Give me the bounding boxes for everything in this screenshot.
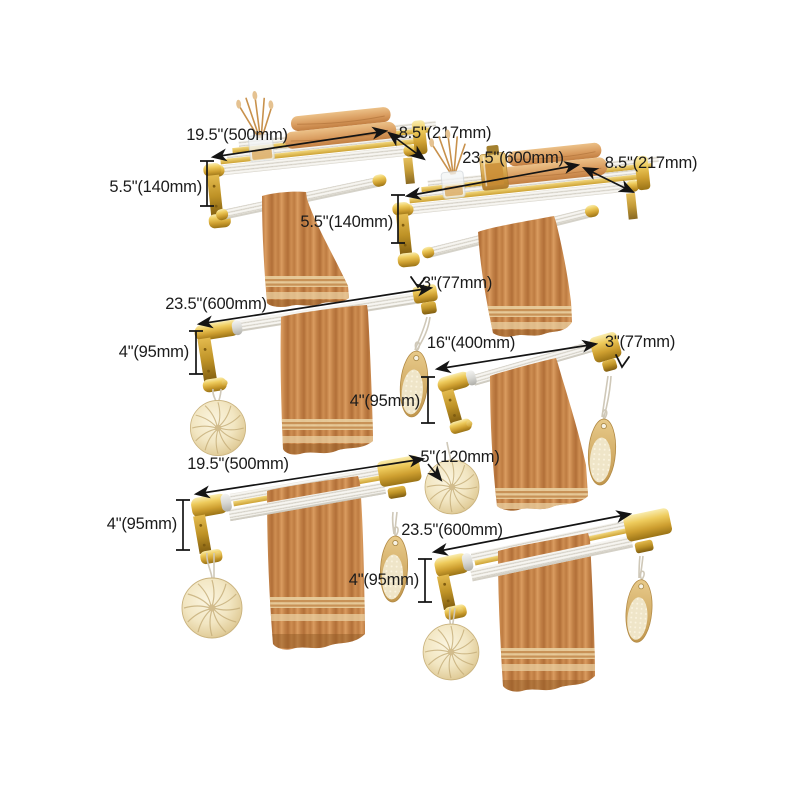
dimensions-bar-600: 23.5"(600mm) 3"(77mm) 4"(95mm) — [119, 274, 492, 375]
depth-label: 8.5"(217mm) — [399, 124, 492, 142]
right-hook — [420, 301, 437, 315]
left-bracket — [392, 201, 420, 268]
dimensions-shelf-500: 19.5"(500mm) 8.5"(217mm) 5.5"(140mm) — [109, 124, 492, 207]
depth-label: 3"(77mm) — [605, 333, 675, 351]
towel-bands — [262, 276, 349, 307]
towel-bands — [498, 648, 595, 692]
hanging-towel — [262, 191, 349, 307]
dimensions-bar-400: 16"(400mm) 3"(77mm) 4"(95mm) — [350, 333, 675, 424]
width-label: 16"(400mm) — [427, 334, 515, 352]
accessory-label: 5"(120mm) — [420, 448, 499, 466]
right-hook — [602, 358, 618, 372]
height-label: 5.5"(140mm) — [300, 213, 393, 231]
pouf — [424, 459, 480, 515]
depth-dimension-line — [387, 131, 426, 161]
dimensions-shelf-600: 23.5"(600mm) 8.5"(217mm) 5.5"(140mm) — [300, 149, 698, 244]
depth-label: 3"(77mm) — [422, 274, 492, 292]
height-label: 4"(95mm) — [350, 392, 420, 410]
pouf-string — [206, 552, 215, 579]
hanging-towel — [490, 358, 588, 511]
height-label: 4"(95mm) — [107, 515, 177, 533]
left-bracket — [191, 493, 232, 565]
width-label: 23.5"(600mm) — [165, 295, 267, 313]
height-label: 4"(95mm) — [119, 343, 189, 361]
depth-arrow — [615, 354, 630, 369]
dimensions-double-500: 19.5"(500mm) 5"(120mm) 4"(95mm) — [107, 448, 500, 551]
right-bracket — [403, 157, 415, 185]
pouf-leader-line — [427, 463, 443, 482]
product-double-towel-bar-500: 19.5"(500mm) 5"(120mm) 4"(95mm) — [107, 441, 500, 650]
bath-brush — [585, 408, 620, 487]
width-label: 23.5"(600mm) — [401, 521, 503, 539]
hanging-towel — [478, 216, 572, 337]
pouf — [422, 623, 480, 681]
width-dimension-line — [210, 126, 389, 162]
hanging-towel — [498, 533, 595, 692]
pouf — [189, 399, 247, 457]
height-label: 5.5"(140mm) — [109, 178, 202, 196]
towel-bands — [478, 306, 572, 337]
depth-label: 8.5"(217mm) — [605, 154, 698, 172]
towel-bands — [280, 419, 373, 454]
height-label: 4"(95mm) — [349, 571, 419, 589]
width-label: 23.5"(600mm) — [462, 149, 564, 167]
product-towel-bar-600: 23.5"(600mm) 3"(77mm) 4"(95mm) — [119, 274, 492, 457]
pouf-string — [446, 441, 452, 462]
towel-bands — [490, 488, 588, 511]
bath-brush — [622, 569, 657, 645]
width-label: 19.5"(500mm) — [186, 126, 288, 144]
left-bracket — [437, 370, 477, 434]
width-label: 19.5"(500mm) — [187, 455, 289, 473]
hanging-towel — [280, 305, 373, 455]
right-hook — [634, 539, 654, 554]
dimensions-double-600: 23.5"(600mm) 4"(95mm) — [349, 510, 633, 603]
depth-arrow — [410, 276, 426, 289]
product-towel-shelf-600: 23.5"(600mm) 8.5"(217mm) 5.5"(140mm) — [300, 129, 698, 337]
hanging-towel — [267, 476, 365, 650]
pouf — [181, 577, 243, 639]
product-double-towel-bar-600: 23.5"(600mm) 4"(95mm) — [349, 508, 672, 692]
right-hook — [387, 485, 407, 499]
right-end-block — [623, 508, 672, 542]
product-towel-bar-400: 16"(400mm) 3"(77mm) 4"(95mm) — [350, 332, 675, 511]
left-bracket — [203, 162, 231, 229]
